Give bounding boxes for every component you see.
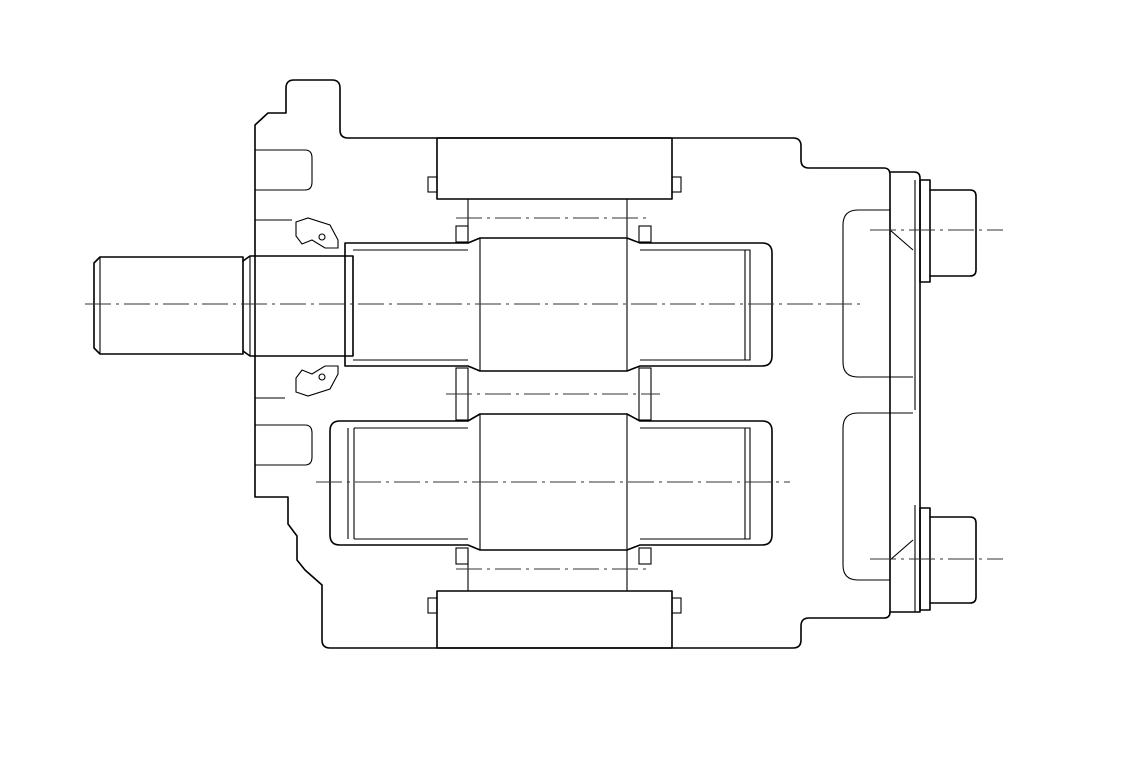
top-bearing-block	[427, 137, 682, 240]
pump-housing	[254, 79, 921, 649]
upper-port-fitting	[919, 179, 977, 283]
shaft-seal	[295, 217, 339, 397]
drive-shaft	[93, 255, 354, 357]
lower-gear-assembly	[329, 413, 773, 565]
upper-gear-assembly	[344, 225, 773, 372]
bottom-bearing-block	[427, 550, 682, 649]
center-lines	[85, 217, 1003, 570]
